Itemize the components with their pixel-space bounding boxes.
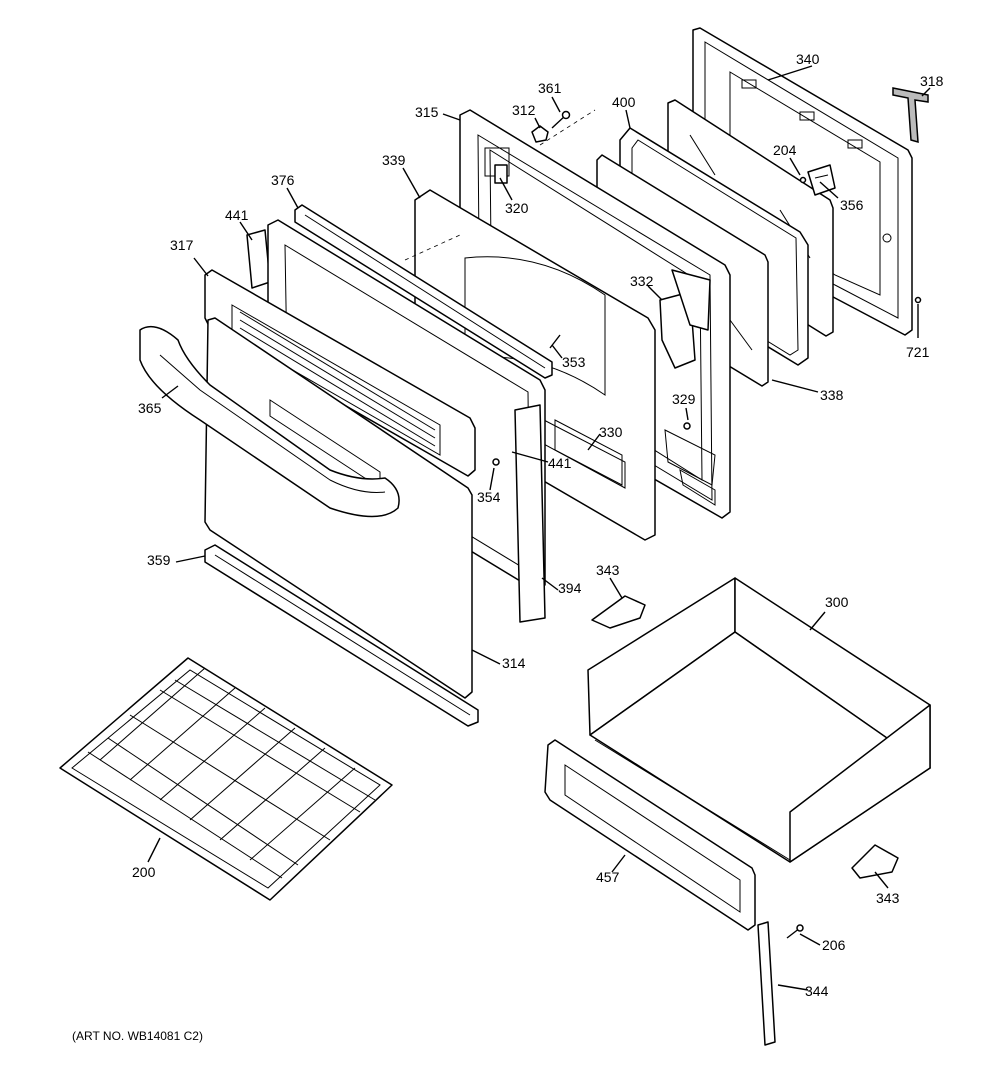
callout-365: 365 [138,400,162,416]
part-332-plate[interactable] [671,269,711,331]
callout-356: 356 [840,197,864,213]
callout-338: 338 [820,387,844,403]
part-329-screw[interactable] [683,422,691,430]
callout-441-lower: 441 [548,455,572,471]
callout-320: 320 [505,200,529,216]
callout-206: 206 [822,937,846,953]
callout-394: 394 [558,580,582,596]
part-359-bottom-trim[interactable] [204,544,479,727]
callout-labels: 340 318 361 312 400 315 204 339 356 376 … [132,51,944,999]
part-200-oven-rack[interactable] [59,657,393,901]
callout-441-upper: 441 [225,207,249,223]
callout-300: 300 [825,594,849,610]
callout-361: 361 [538,80,562,96]
callout-354: 354 [477,489,501,505]
callout-376: 376 [271,172,295,188]
callout-339: 339 [382,152,406,168]
part-394-side-channel[interactable] [514,404,546,623]
part-343-lower-slide[interactable] [851,844,899,879]
callout-353: 353 [562,354,586,370]
part-721-screw[interactable] [914,296,922,304]
callout-359: 359 [147,552,171,568]
callout-200: 200 [132,864,156,880]
part-365-handle[interactable] [139,325,400,518]
leader-lines [147,65,931,991]
part-206-screw[interactable] [786,924,804,939]
part-318-gasket[interactable] [892,87,929,144]
part-300-drawer[interactable] [587,577,931,863]
callout-312: 312 [512,102,536,118]
part-204-screw[interactable] [799,176,807,184]
part-344-rail[interactable] [757,921,776,1046]
callout-343-lower: 343 [876,890,900,906]
part-330-insulation[interactable] [554,419,623,486]
callout-340: 340 [796,51,820,67]
art-number: (ART NO. WB14081 C2) [72,1029,203,1043]
callout-315: 315 [415,104,439,120]
callout-317: 317 [170,237,194,253]
callout-457: 457 [596,869,620,885]
part-376-vent-strip[interactable] [294,204,553,379]
part-361-bolt[interactable] [551,110,571,129]
callout-330: 330 [599,424,623,440]
part-312-nut[interactable] [531,125,549,143]
part-317-vent-panel[interactable] [204,269,476,477]
part-353-screw[interactable] [549,334,561,349]
part-457-drawer-front[interactable] [544,739,756,931]
callout-318: 318 [920,73,944,89]
callout-343-upper: 343 [596,562,620,578]
part-354-screw[interactable] [492,458,500,466]
part-320-hinge-clip[interactable] [494,164,508,184]
callout-400: 400 [612,94,636,110]
callout-314: 314 [502,655,526,671]
part-343-upper-slide[interactable] [591,595,646,629]
callout-721: 721 [906,344,930,360]
callout-332: 332 [630,273,654,289]
callout-204: 204 [773,142,797,158]
callout-344: 344 [805,983,829,999]
part-356-bracket[interactable] [807,164,836,196]
callout-329: 329 [672,391,696,407]
